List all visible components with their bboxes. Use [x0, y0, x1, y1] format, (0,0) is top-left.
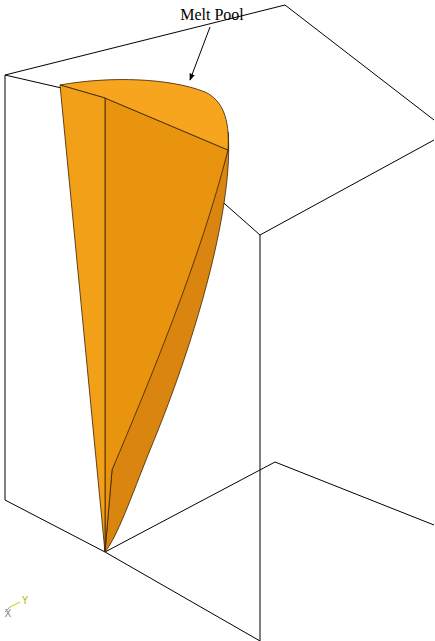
melt-pool [60, 80, 229, 552]
leader-arrow [190, 27, 210, 80]
axis-label: Y [22, 596, 28, 606]
axis-label: X [5, 609, 12, 619]
callout-label: Melt Pool [180, 7, 244, 23]
domain-box [5, 5, 434, 641]
